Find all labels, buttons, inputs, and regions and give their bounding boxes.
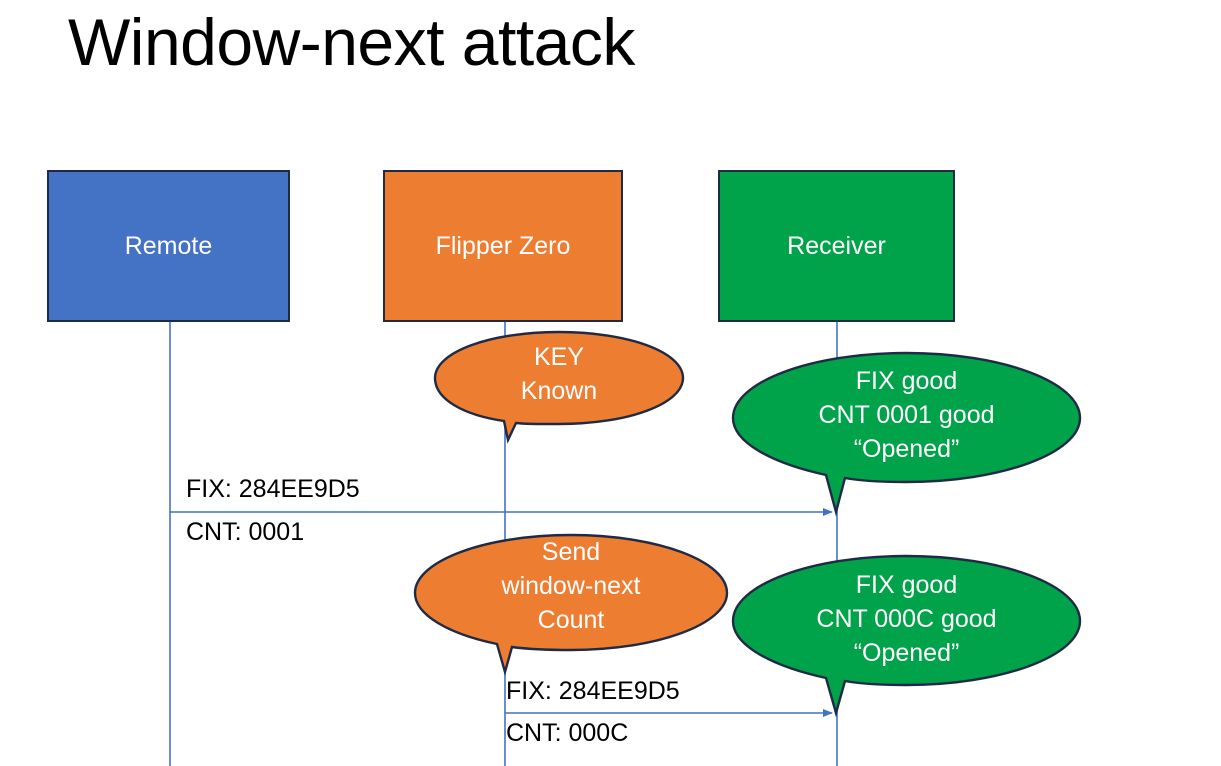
callout-send-window-next-shape <box>413 533 729 677</box>
message-1-fix-label: FIX: 284EE9D5 <box>186 475 360 503</box>
message-1-cnt-label: CNT: 0001 <box>186 518 305 546</box>
actor-box-flipper[interactable]: Flipper Zero <box>383 170 623 322</box>
message-2-fix-label: FIX: 284EE9D5 <box>506 677 680 705</box>
callout-key-known-shape <box>433 330 685 444</box>
actor-box-receiver[interactable]: Receiver <box>718 170 955 322</box>
page-title: Window-next attack <box>68 5 635 79</box>
message-2-cnt-label: CNT: 000C <box>506 719 629 747</box>
callout-receiver-verdict-2-shape <box>731 554 1082 718</box>
actor-label-remote: Remote <box>124 232 213 260</box>
actor-label-receiver: Receiver <box>787 232 886 260</box>
actor-label-flipper: Flipper Zero <box>435 232 571 260</box>
callout-receiver-verdict-1-shape <box>731 351 1082 517</box>
actor-box-remote[interactable]: Remote <box>47 170 290 322</box>
